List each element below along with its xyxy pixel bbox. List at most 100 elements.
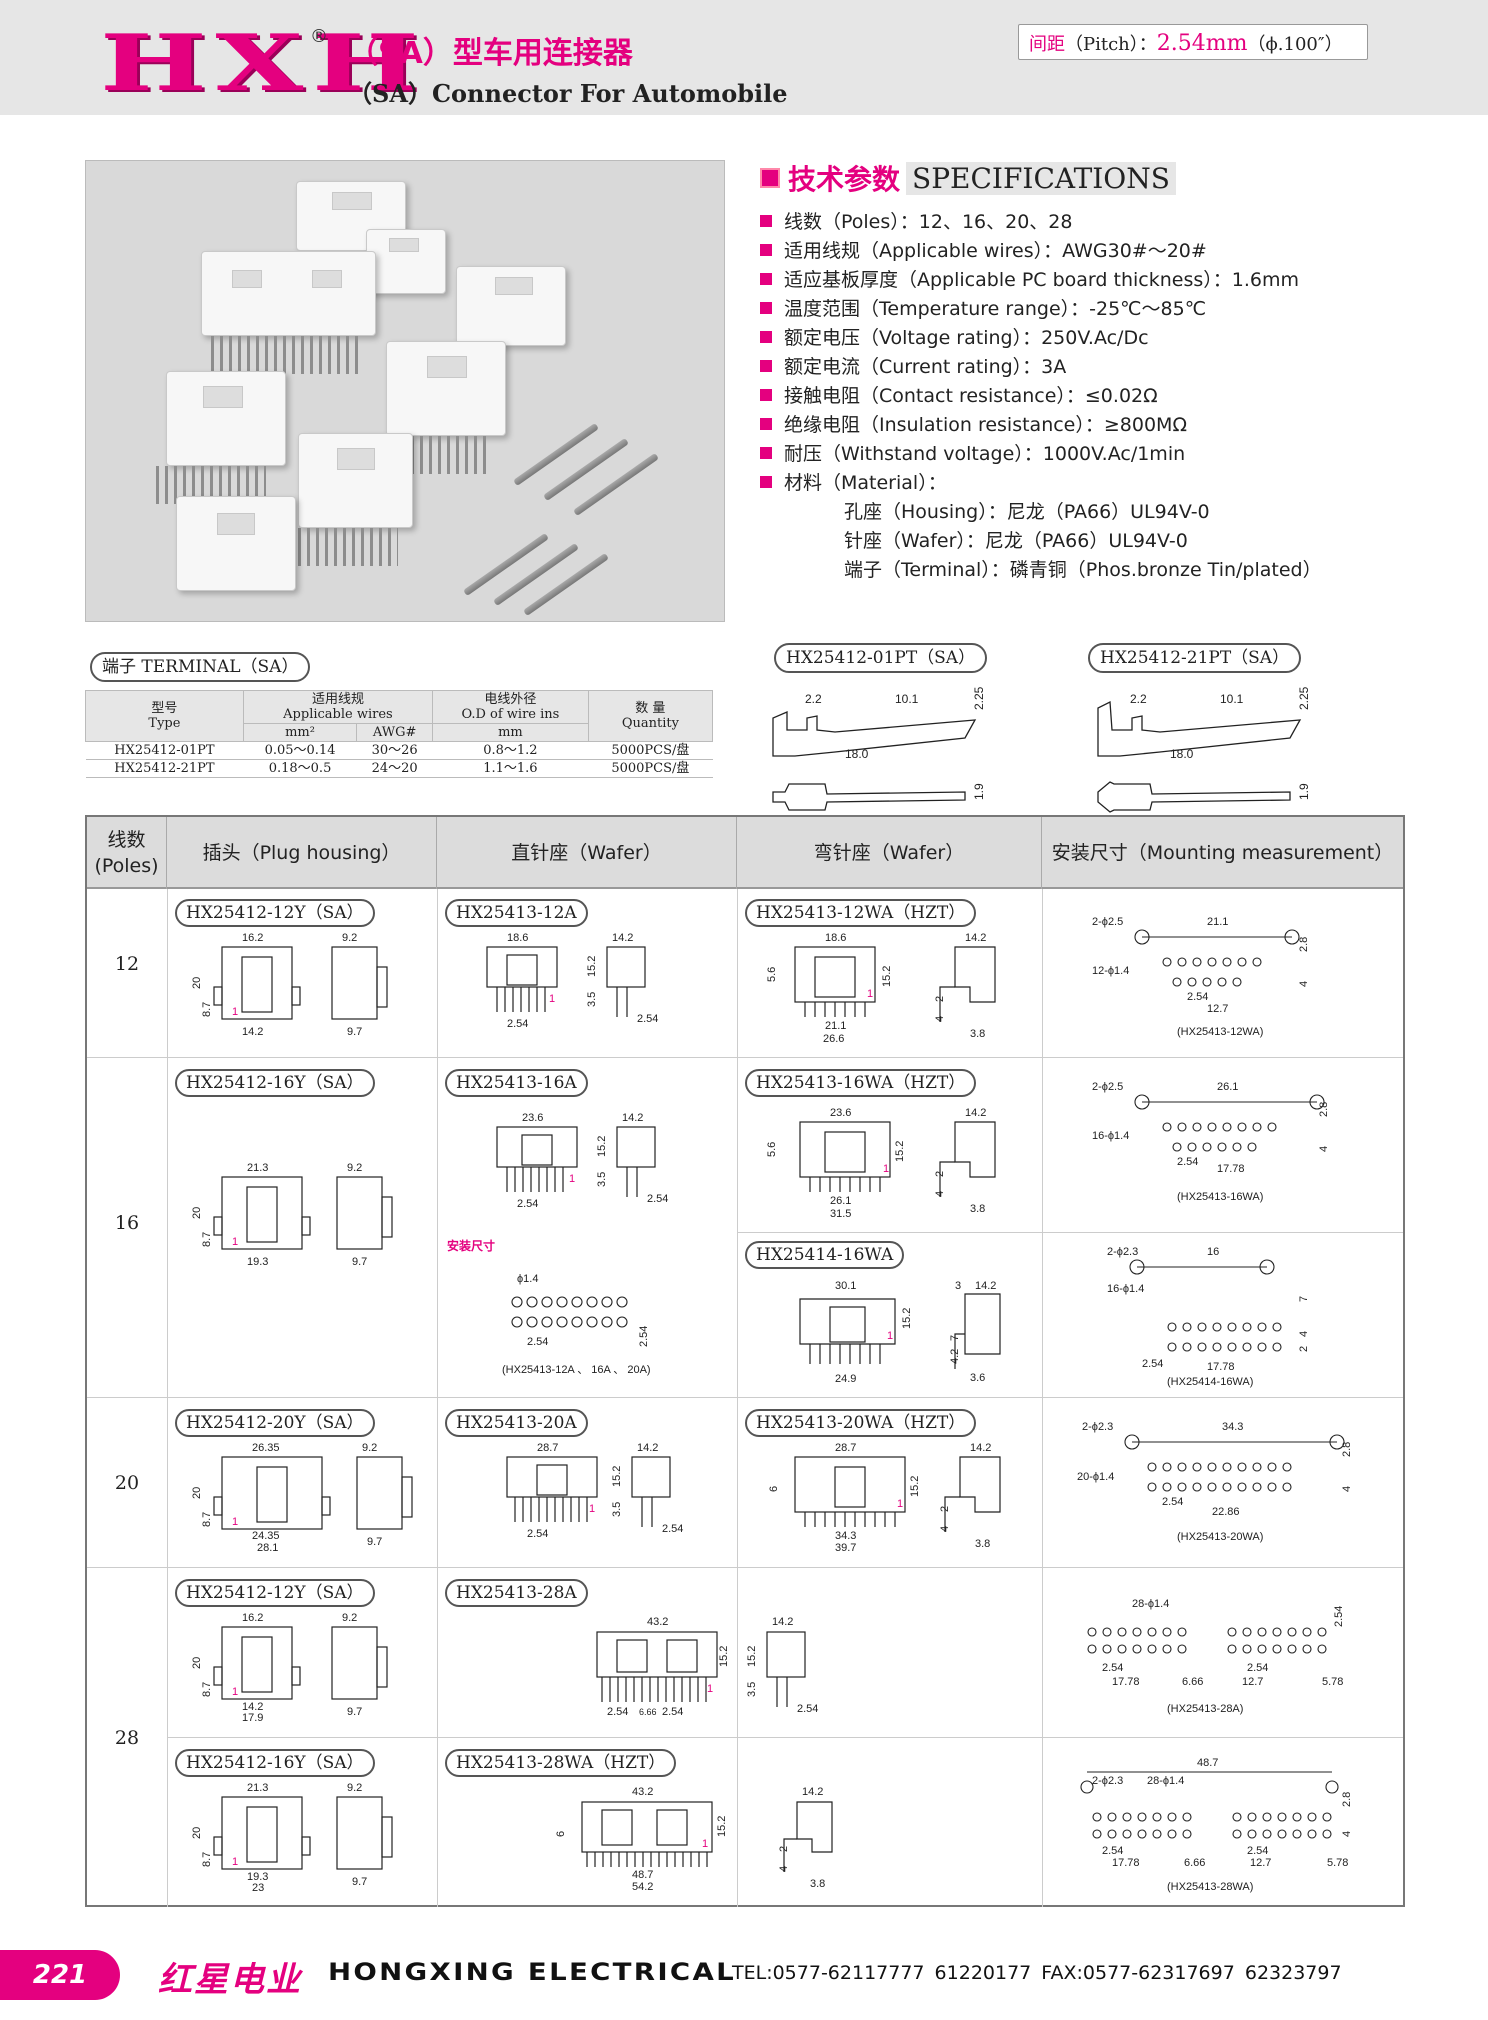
- part-label: HX25413-12WA（HZT）: [745, 899, 977, 927]
- svg-text:20: 20: [192, 977, 203, 989]
- svg-text:1: 1: [589, 1503, 595, 1515]
- svg-text:2.25: 2.25: [1297, 686, 1311, 710]
- svg-text:4: 4: [1318, 1146, 1330, 1152]
- svg-text:2.54: 2.54: [1102, 1845, 1123, 1857]
- svg-text:2.54: 2.54: [638, 1326, 650, 1347]
- svg-text:15.2: 15.2: [611, 1466, 623, 1487]
- grid-header: 线数(Poles) 插头（Plug housing） 直针座（Wafer） 弯针…: [87, 817, 1403, 889]
- spec-item: 适应基板厚度（Applicable PC board thickness）：1.…: [760, 265, 1460, 294]
- specs-list: 线数（Poles）：12、16、20、28 适用线规（Applicable wi…: [760, 207, 1460, 584]
- svg-text:28-ϕ1.4: 28-ϕ1.4: [1132, 1598, 1169, 1610]
- svg-text:26.6: 26.6: [823, 1033, 844, 1045]
- brand-name-en: HONGXING ELECTRICAL: [328, 1958, 737, 1986]
- svg-text:9.2: 9.2: [342, 1612, 357, 1624]
- svg-text:15.2: 15.2: [716, 1816, 728, 1837]
- svg-text:28-ϕ1.4: 28-ϕ1.4: [1147, 1775, 1184, 1787]
- svg-text:31.5: 31.5: [830, 1208, 851, 1220]
- svg-text:16.2: 16.2: [242, 1612, 263, 1624]
- bullet-icon: [760, 331, 772, 343]
- svg-text:9.2: 9.2: [347, 1162, 362, 1174]
- svg-text:2.54: 2.54: [662, 1523, 683, 1535]
- product-grid: 线数(Poles) 插头（Plug housing） 直针座（Wafer） 弯针…: [85, 815, 1405, 1907]
- svg-text:17.78: 17.78: [1217, 1163, 1245, 1175]
- svg-text:5.6: 5.6: [766, 1142, 778, 1157]
- svg-text:1: 1: [897, 1498, 903, 1510]
- svg-text:2-ϕ2.3: 2-ϕ2.3: [1092, 1775, 1123, 1787]
- svg-text:1: 1: [867, 988, 873, 1000]
- svg-text:19.3: 19.3: [247, 1256, 268, 1268]
- svg-text:2.8: 2.8: [1318, 1102, 1330, 1117]
- svg-text:16.2: 16.2: [242, 932, 263, 944]
- part-label: HX25412-12Y（SA）: [175, 1579, 375, 1607]
- connector-image: [456, 266, 566, 346]
- svg-text:9.7: 9.7: [367, 1536, 382, 1548]
- svg-text:28.7: 28.7: [537, 1442, 558, 1454]
- spec-item: 额定电流（Current rating）：3A: [760, 352, 1460, 381]
- mount-label: 安装尺寸: [447, 1239, 496, 1253]
- svg-text:20: 20: [192, 1657, 203, 1669]
- svg-text:2: 2: [934, 996, 946, 1002]
- svg-text:(HX25413-12A 、 16A 、 20A): (HX25413-12A 、 16A 、 20A): [502, 1364, 651, 1376]
- spec-material-item: 端子（Terminal）：磷青铜（Phos.bronze Tin/plated）: [844, 559, 1322, 581]
- col-mount: 安装尺寸（Mounting measurement）: [1051, 842, 1394, 864]
- col-awg: AWG#: [356, 723, 434, 742]
- bullet-icon: [760, 389, 772, 401]
- svg-text:4: 4: [939, 1526, 951, 1532]
- svg-text:10.1: 10.1: [1220, 692, 1244, 706]
- col-bent: 弯针座（Wafer）: [737, 817, 1042, 889]
- col-plug: 插头（Plug housing）: [167, 817, 437, 889]
- svg-text:14.2: 14.2: [970, 1442, 991, 1454]
- svg-text:43.2: 43.2: [632, 1786, 653, 1798]
- svg-text:3.5: 3.5: [596, 1172, 608, 1187]
- svg-text:34.3: 34.3: [1222, 1421, 1243, 1433]
- part-label: HX25413-16WA（HZT）: [745, 1069, 977, 1097]
- svg-text:20: 20: [192, 1487, 203, 1499]
- svg-text:3.5: 3.5: [586, 992, 598, 1007]
- bullet-square-icon: [760, 168, 780, 188]
- svg-text:2.8: 2.8: [1341, 1792, 1353, 1807]
- svg-text:2.54: 2.54: [1247, 1662, 1268, 1674]
- svg-text:(HX25413-12WA): (HX25413-12WA): [1177, 1026, 1263, 1038]
- bullet-icon: [760, 476, 772, 488]
- svg-text:1: 1: [232, 1236, 238, 1248]
- svg-text:2-ϕ2.5: 2-ϕ2.5: [1092, 916, 1123, 928]
- svg-text:20-ϕ1.4: 20-ϕ1.4: [1077, 1471, 1114, 1483]
- spec-item: 耐压（Withstand voltage）：1000V.Ac/1min: [760, 439, 1460, 468]
- col-poles: 线数(Poles): [87, 817, 167, 889]
- svg-text:8.7: 8.7: [201, 1002, 213, 1017]
- svg-text:21.1: 21.1: [1207, 916, 1228, 928]
- svg-text:2.8: 2.8: [1298, 937, 1310, 952]
- terminal-image: [543, 437, 629, 502]
- svg-text:6: 6: [555, 1831, 567, 1837]
- svg-text:24.9: 24.9: [835, 1373, 856, 1385]
- svg-text:3.8: 3.8: [810, 1878, 825, 1890]
- svg-text:12.7: 12.7: [1207, 1003, 1228, 1015]
- spec-item: 温度范围（Temperature range）：-25℃～85℃: [760, 294, 1460, 323]
- terminal-image: [523, 552, 609, 617]
- grid-divider: [167, 1737, 1403, 1738]
- part-label: HX25412-16Y（SA）: [175, 1749, 375, 1777]
- spec-item: 线数（Poles）：12、16、20、28: [760, 207, 1460, 236]
- svg-text:6.66: 6.66: [1184, 1857, 1205, 1869]
- grid-divider: [737, 1232, 1403, 1233]
- svg-text:17.78: 17.78: [1112, 1857, 1140, 1869]
- part-label: HX25412-12Y（SA）: [175, 899, 375, 927]
- svg-text:14.2: 14.2: [622, 1112, 643, 1124]
- svg-text:48.7: 48.7: [632, 1869, 653, 1881]
- svg-text:2: 2: [934, 1171, 946, 1177]
